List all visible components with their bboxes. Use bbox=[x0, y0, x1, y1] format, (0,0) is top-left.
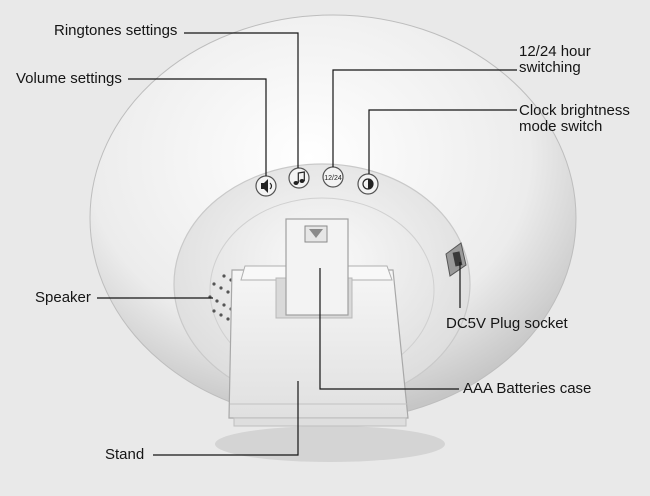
label-ringtones-settings: Ringtones settings bbox=[54, 22, 178, 39]
leader-ringtones bbox=[184, 32, 299, 168]
half-circle-brightness-icon bbox=[362, 178, 374, 190]
label-stand: Stand bbox=[105, 446, 145, 463]
volume-button[interactable] bbox=[255, 175, 277, 197]
label-batteries-case: AAA Batteries case bbox=[463, 380, 592, 397]
label-speaker: Speaker bbox=[35, 289, 91, 306]
label-brightness-switch: Clock brightness mode switch bbox=[519, 103, 649, 135]
leader-brightness bbox=[368, 109, 517, 174]
label-hour-switching: 12/24 hour switching bbox=[519, 44, 639, 76]
brightness-button[interactable] bbox=[357, 173, 379, 195]
label-hour-switching-line1: 12/24 hour bbox=[519, 43, 591, 60]
hour-button-text: 12/24 bbox=[324, 175, 342, 182]
label-brightness-line2: mode switch bbox=[519, 118, 603, 135]
speaker-volume-icon bbox=[261, 179, 273, 193]
battery-case bbox=[285, 218, 349, 316]
speaker-grille bbox=[208, 274, 237, 324]
hour-format-button[interactable]: 12/24 bbox=[322, 166, 344, 188]
leader-volume bbox=[128, 78, 267, 176]
label-volume-settings: Volume settings bbox=[16, 70, 122, 87]
label-hour-switching-line2: switching bbox=[519, 59, 581, 76]
leader-stand bbox=[153, 381, 299, 456]
label-dc-socket: DC5V Plug socket bbox=[446, 315, 568, 332]
base-shadow bbox=[215, 426, 445, 462]
leader-aaa bbox=[319, 268, 459, 390]
music-note-icon bbox=[293, 171, 305, 185]
leader-1224 bbox=[332, 69, 517, 167]
ringtone-button[interactable] bbox=[288, 167, 310, 189]
label-brightness-line1: Clock brightness bbox=[519, 102, 630, 119]
leader-lines bbox=[97, 32, 517, 456]
